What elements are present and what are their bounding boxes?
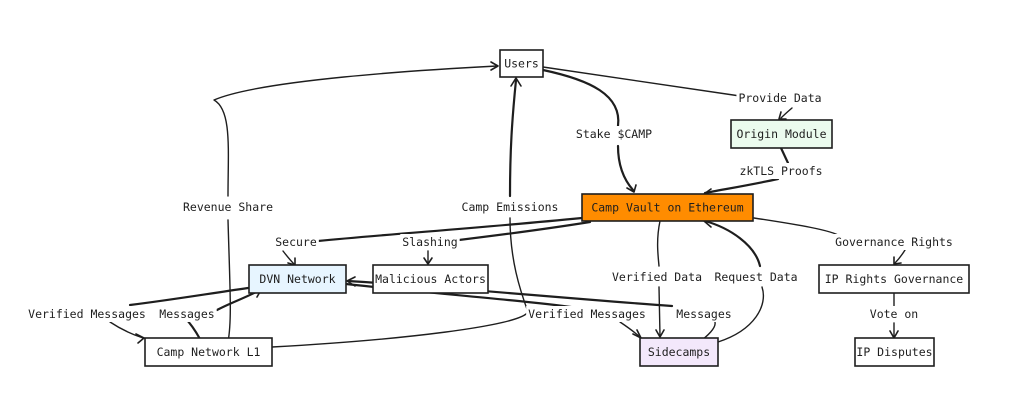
- edge-label-background: [737, 163, 825, 179]
- ip-disputes-box: [854, 337, 935, 367]
- edge-governance-iprights: [894, 249, 906, 264]
- edge-vault-slashing: [457, 220, 592, 242]
- users-label: Users: [504, 57, 539, 71]
- edge-label-provide-data: Provide Data: [738, 91, 821, 105]
- edge-label-slashing: Slashing: [402, 235, 457, 249]
- malicious-actors-box: [372, 264, 489, 294]
- edge-dvn-verified-left: [128, 286, 250, 307]
- edge-revenue-share-users: [213, 65, 498, 197]
- arrowhead-l1-verified: [135, 333, 145, 344]
- edge-secure-dvn: [282, 250, 295, 265]
- edge-vault-secure: [316, 216, 584, 243]
- malicious-actors-label: Malicious Actors: [375, 272, 486, 286]
- ip-rights-governance-box: [818, 264, 970, 294]
- edge-verified-right-sidecamps: [619, 321, 641, 338]
- camp-network-l1-label: Camp Network L1: [157, 345, 261, 359]
- edge-l1-revenue-share: [227, 219, 232, 343]
- sidecamps-box: [639, 337, 719, 367]
- edge-request-vault: [703, 219, 762, 268]
- edge-label-zktls-proofs: zkTLS Proofs: [739, 164, 822, 178]
- edge-label-background: [609, 269, 705, 285]
- edge-vault-verified-data: [656, 220, 661, 267]
- node-origin-module[interactable]: Origin Module: [730, 119, 833, 149]
- edge-users-provide-data: [542, 66, 741, 97]
- edge-label-governance-rights: Governance Rights: [835, 235, 953, 249]
- edge-label-background: [674, 306, 734, 322]
- edge-label-secure: Secure: [275, 235, 317, 249]
- users-box: [499, 49, 544, 78]
- camp-network-l1-box: [144, 337, 273, 367]
- edge-label-background: [526, 306, 648, 322]
- arrowhead-camp-vault-stake: [626, 184, 637, 193]
- node-camp-network-l1[interactable]: Camp Network L1: [144, 337, 273, 367]
- edge-l1-camp-emissions: [271, 217, 529, 348]
- sidecamps-label: Sidecamps: [648, 345, 710, 359]
- edge-label-verified-messages-right: Verified Messages: [528, 307, 646, 321]
- edge-label-background: [459, 199, 561, 215]
- edge-provide-data-origin: [780, 107, 793, 119]
- arrowhead-users-revenue: [490, 61, 499, 71]
- camp-vault-box: [581, 193, 754, 222]
- edge-camp-emissions-users: [508, 78, 518, 198]
- edge-vault-governance: [753, 217, 841, 237]
- node-dvn-network[interactable]: DVN Network: [248, 264, 347, 294]
- edge-label-background: [573, 126, 655, 142]
- edge-label-background: [867, 306, 921, 322]
- node-ip-disputes[interactable]: IP Disputes: [854, 337, 935, 367]
- edge-label-vote-on: Vote on: [870, 307, 918, 321]
- edge-label-background: [833, 234, 955, 250]
- edge-label-request-data: Request Data: [714, 270, 797, 284]
- edge-stake-vault: [616, 144, 635, 192]
- arrowhead-sidecamps-verified: [655, 329, 665, 338]
- edge-label-background: [26, 306, 148, 322]
- edge-label-background: [736, 90, 824, 106]
- node-sidecamps[interactable]: Sidecamps: [639, 337, 719, 367]
- edge-label-camp-emissions: Camp Emissions: [462, 200, 559, 214]
- edge-label-revenue-share: Revenue Share: [183, 200, 273, 214]
- arrowhead-users-emissions: [510, 77, 522, 87]
- edge-label-background: [400, 234, 460, 250]
- arrowhead-dvn-msgs-right: [346, 276, 356, 287]
- ip-rights-governance-label: IP Rights Governance: [825, 272, 964, 286]
- edge-verified-left-l1: [109, 321, 144, 339]
- node-ip-rights-governance[interactable]: IP Rights Governance: [818, 264, 970, 294]
- dvn-network-box: [248, 264, 347, 294]
- edge-label-background: [712, 269, 800, 285]
- origin-module-box: [730, 119, 833, 149]
- edge-label-background: [180, 199, 276, 215]
- dvn-network-label: DVN Network: [259, 272, 335, 286]
- edge-users-stake: [541, 68, 620, 128]
- edge-label-background: [157, 306, 217, 322]
- node-users[interactable]: Users: [499, 49, 544, 78]
- edge-label-messages-left: Messages: [159, 307, 214, 321]
- edge-label-verified-messages-left: Verified Messages: [28, 307, 146, 321]
- node-malicious-actors[interactable]: Malicious Actors: [372, 264, 489, 294]
- edge-zktls-vault: [703, 177, 780, 195]
- origin-module-label: Origin Module: [736, 127, 826, 141]
- edge-origin-zktls: [779, 146, 790, 165]
- camp-vault-label: Camp Vault on Ethereum: [591, 201, 743, 215]
- edge-verified-data-sidecamps: [658, 286, 661, 337]
- edge-label-background: [273, 234, 319, 250]
- edge-label-stake-camp: Stake $CAMP: [576, 127, 652, 141]
- edge-label-verified-data: Verified Data: [612, 270, 702, 284]
- arrowhead-origin-module: [778, 111, 787, 120]
- edge-sidecamps-request: [717, 286, 764, 343]
- node-camp-vault[interactable]: Camp Vault on Ethereum: [581, 193, 754, 222]
- ip-disputes-label: IP Disputes: [856, 345, 932, 359]
- edge-label-messages-right: Messages: [676, 307, 731, 321]
- arrowhead-iprights: [893, 256, 902, 265]
- arrowhead-malicious-slashing: [423, 257, 433, 265]
